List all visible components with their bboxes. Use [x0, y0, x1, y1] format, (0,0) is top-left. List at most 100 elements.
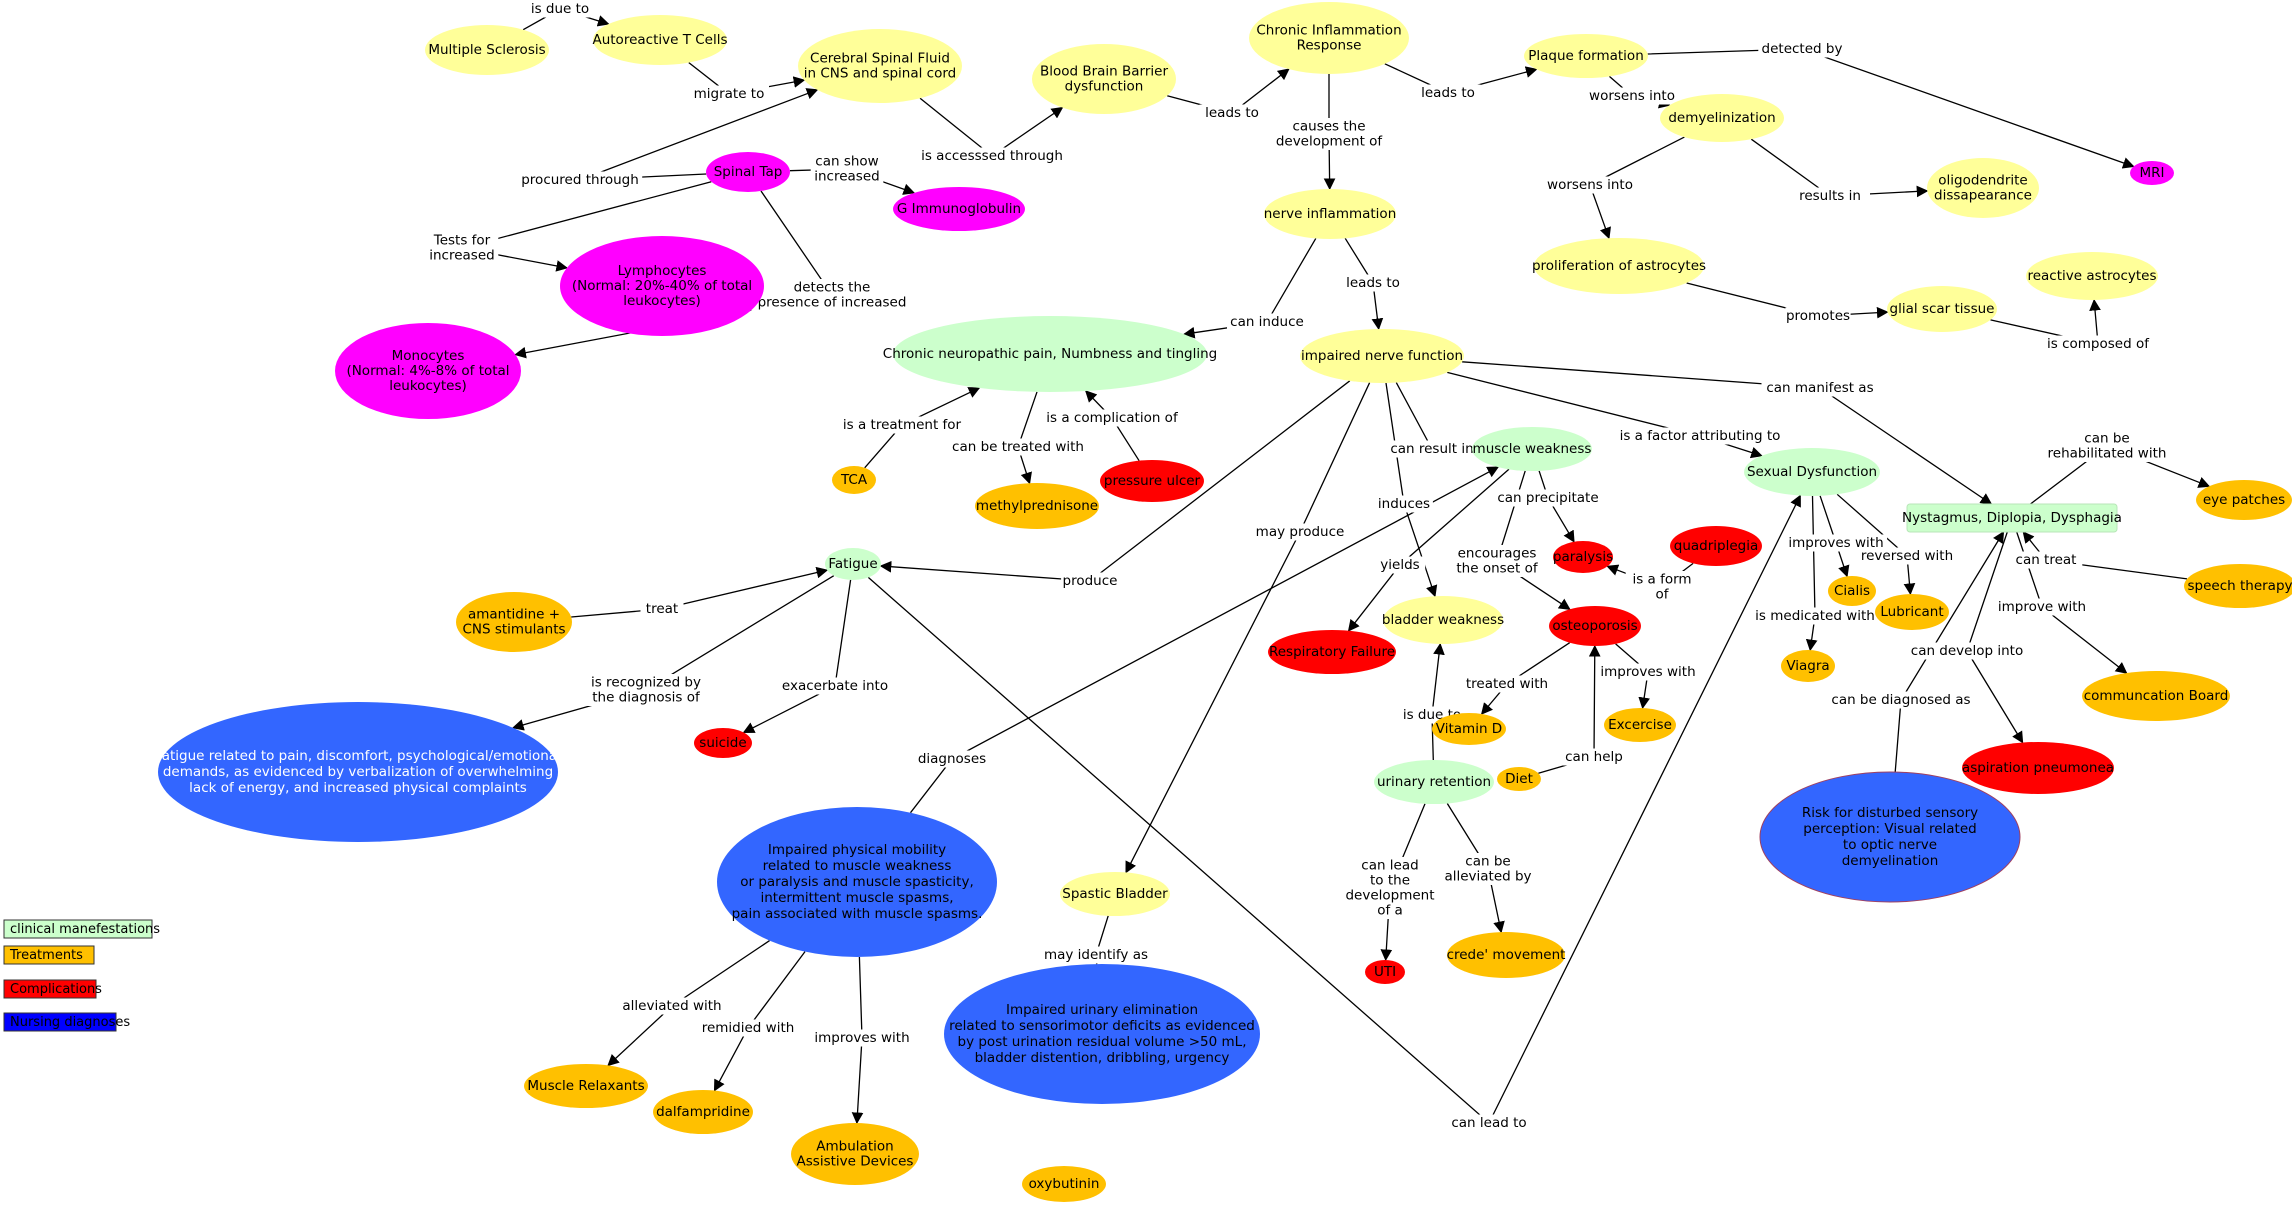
edge-label-can-precipitate: can precipitate	[1497, 490, 1598, 506]
node-multiple-sclerosis[interactable]: Multiple Sclerosis	[425, 25, 549, 75]
node-suicide[interactable]: suicide	[694, 728, 752, 758]
node-vitamin-d[interactable]: Vitamin D	[1432, 713, 1506, 745]
node-shape	[1060, 872, 1170, 916]
node-diet[interactable]: Diet	[1497, 767, 1541, 791]
node-label: reactive astrocytes	[2027, 268, 2156, 284]
node-bladder-weakness[interactable]: bladder weakness	[1382, 596, 1504, 644]
node-osteoporosis[interactable]: osteoporosis	[1549, 606, 1641, 646]
legend-swatch	[3, 1012, 117, 1032]
node-demyelinization[interactable]: demyelinization	[1660, 94, 1784, 142]
node-shape	[1249, 2, 1409, 74]
node-glial-scar[interactable]: glial scar tissue	[1887, 286, 1997, 332]
node-sexual-dysfunction[interactable]: Sexual Dysfunction	[1744, 448, 1880, 496]
legend-item-nursing: Nursing diagnoses	[3, 1012, 130, 1032]
node-shape	[1660, 94, 1784, 142]
edge-label-bg	[1758, 40, 1846, 58]
edge-label-is-composed-of: is composed of	[2047, 336, 2150, 352]
node-spinal-tap[interactable]: Spinal Tap	[706, 152, 790, 192]
node-nerve-inflammation[interactable]: nerve inflammation	[1264, 189, 1397, 239]
node-shape	[1032, 44, 1176, 114]
node-lubricant[interactable]: Lubricant	[1875, 594, 1949, 630]
node-plaque-formation[interactable]: Plaque formation	[1524, 34, 1648, 78]
node-reactive-astrocytes[interactable]: reactive astrocytes	[2026, 252, 2158, 300]
node-cialis[interactable]: Cialis	[1828, 576, 1876, 606]
node-communcation-board[interactable]: communcation Board	[2082, 671, 2230, 721]
node-label: Chronic neuropathic pain, Numbness and t…	[883, 346, 1217, 362]
node-label: MRI	[2139, 165, 2164, 181]
node-spastic-bladder[interactable]: Spastic Bladder	[1060, 872, 1170, 916]
node-proliferation-astrocytes[interactable]: proliferation of astrocytes	[1532, 238, 1706, 294]
node-label: Vitamin D	[1436, 721, 1502, 737]
node-aspiration-pneumonea[interactable]: aspiration pneumonea	[1962, 742, 2114, 794]
node-g-immunoglobulin[interactable]: G Immunoglobulin	[893, 187, 1025, 231]
edge-label-bg	[1904, 642, 2030, 660]
node-shape	[425, 25, 549, 75]
node-crede-movement[interactable]: crede' movement	[1447, 932, 1566, 978]
node-label: suicide	[699, 735, 746, 751]
node-impaired-nerve-function[interactable]: impaired nerve function	[1300, 329, 1464, 383]
node-shape	[1100, 460, 1204, 502]
node-urinary-retention[interactable]: urinary retention	[1374, 760, 1494, 804]
node-shape	[1264, 189, 1396, 239]
node-label: Nystagmus, Diplopia, Dysphagia	[1902, 510, 2122, 526]
node-mri[interactable]: MRI	[2130, 161, 2174, 185]
edge-label-treat: treat	[646, 601, 678, 617]
node-shape	[1300, 329, 1464, 383]
edge-label-diagnoses: diagnoses	[918, 751, 986, 767]
node-quadriplegia[interactable]: quadriplegia	[1670, 526, 1762, 566]
node-speech-therapy[interactable]: speech therapy	[2184, 564, 2292, 608]
node-pressure-ulcer[interactable]: pressure ulcer	[1100, 460, 1204, 502]
node-muscle-weakness[interactable]: muscle weakness	[1472, 427, 1592, 471]
node-shape	[1549, 606, 1641, 646]
edge-label-bg	[1994, 598, 2090, 616]
node-viagra[interactable]: Viagra	[1781, 650, 1835, 682]
node-amantidine[interactable]: amantidine +CNS stimulants	[456, 592, 572, 652]
node-oxybutinin[interactable]: oxybutinin	[1022, 1166, 1106, 1202]
node-autoreactive-t-cells[interactable]: Autoreactive T Cells	[592, 15, 728, 65]
node-uti[interactable]: UTI	[1365, 960, 1405, 984]
legend: clinical manefestationsTreatmentsComplic…	[3, 919, 160, 1032]
node-respiratory-failure[interactable]: Respiratory Failure	[1268, 630, 1396, 674]
node-label: muscle weakness	[1473, 441, 1592, 457]
node-label: Viagra	[1786, 658, 1829, 674]
node-label: Fatigue related to pain, discomfort, psy…	[155, 748, 561, 796]
edge-label-bg	[1380, 440, 1484, 458]
node-shape	[1744, 448, 1880, 496]
edge-label-bg	[1436, 853, 1540, 885]
node-tca[interactable]: TCA	[832, 466, 876, 494]
edge-impaired-nerve-function-to-spastic-bladder	[1125, 382, 1371, 874]
node-paralysis[interactable]: paralysis	[1553, 541, 1613, 573]
node-nystagmus[interactable]: Nystagmus, Diplopia, Dysphagia	[1902, 503, 2122, 533]
node-methylprednisone[interactable]: methylprednisone	[975, 483, 1099, 529]
node-shape	[2130, 161, 2174, 185]
node-muscle-relaxants[interactable]: Muscle Relaxants	[524, 1064, 648, 1108]
node-shape	[1447, 932, 1565, 978]
edge-label-bg	[1037, 946, 1155, 964]
node-fatigue-dx[interactable]: Fatigue related to pain, discomfort, psy…	[155, 702, 561, 842]
legend-label: Complications	[10, 982, 102, 997]
node-eye-patches[interactable]: eye patches	[2196, 480, 2292, 520]
node-fatigue[interactable]: Fatigue	[825, 548, 881, 580]
node-label: proliferation of astrocytes	[1532, 258, 1706, 274]
node-chronic-pain[interactable]: Chronic neuropathic pain, Numbness and t…	[883, 316, 1217, 392]
edge-label-bg	[1445, 1114, 1533, 1132]
node-excercise[interactable]: Excercise	[1604, 708, 1676, 742]
node-dalfampridine[interactable]: dalfampridine	[653, 1090, 753, 1134]
edge-label-bg	[517, 171, 643, 189]
node-shape	[1759, 771, 2021, 903]
